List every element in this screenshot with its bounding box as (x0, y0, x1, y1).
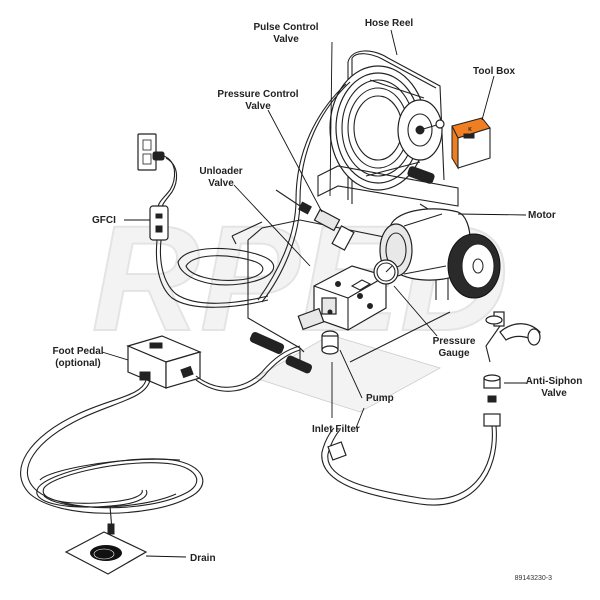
gfci-unit (149, 205, 169, 241)
anti-siphon-valve-part (483, 374, 501, 427)
tool-box: K (451, 117, 491, 170)
svg-text:K: K (468, 127, 472, 133)
foot-pedal (126, 335, 202, 389)
svg-text:Pressure: Pressure (433, 336, 476, 347)
leader-lines (101, 29, 527, 558)
hose-reel (257, 50, 445, 303)
pressure-gauge-dial (373, 259, 399, 285)
label-hose-reel: Hose Reel (365, 18, 414, 29)
label-foot-pedal: Foot Pedal (optional) (52, 346, 103, 369)
label-drain: Drain (190, 553, 216, 564)
label-anti-siphon-valve: Anti-Siphon Valve (526, 376, 583, 399)
label-tool-box: Tool Box (473, 66, 515, 77)
svg-text:Valve: Valve (541, 388, 567, 399)
inlet-filter-part (321, 330, 339, 355)
pedal-cable (195, 345, 301, 388)
label-pulse-control-valve: Pulse Control Valve (253, 22, 318, 45)
valves (275, 189, 355, 251)
wheel (447, 233, 501, 299)
inlet-hose-fitting (327, 441, 347, 461)
svg-text:Pulse Control: Pulse Control (253, 22, 318, 33)
svg-text:Anti-Siphon: Anti-Siphon (526, 376, 583, 387)
svg-text:Pressure Control: Pressure Control (217, 89, 298, 100)
pump (313, 265, 387, 331)
label-gfci: GFCI (92, 215, 116, 226)
svg-text:Gauge: Gauge (438, 348, 470, 359)
svg-text:Unloader: Unloader (199, 166, 242, 177)
svg-text:Valve: Valve (273, 34, 299, 45)
part-number: 89143230-3 (515, 575, 552, 582)
drain-hose-coil (20, 379, 204, 535)
label-inlet-filter: Inlet Filter (312, 424, 360, 435)
label-pressure-gauge: Pressure Gauge (433, 336, 476, 359)
spray-wand-grips (249, 166, 435, 374)
label-pressure-control-valve: Pressure Control Valve (217, 89, 298, 112)
inlet-hose (327, 425, 493, 500)
floor-shadow (254, 334, 442, 413)
label-motor: Motor (528, 210, 556, 221)
drain-grate (64, 531, 148, 575)
svg-text:Valve: Valve (208, 178, 234, 189)
label-pump: Pump (366, 393, 394, 404)
svg-text:Valve: Valve (245, 101, 271, 112)
wall-outlet (137, 133, 165, 171)
label-unloader-valve: Unloader Valve (199, 166, 242, 189)
svg-text:Foot Pedal: Foot Pedal (52, 346, 103, 357)
faucet (485, 311, 541, 363)
svg-text:(optional): (optional) (55, 358, 101, 369)
